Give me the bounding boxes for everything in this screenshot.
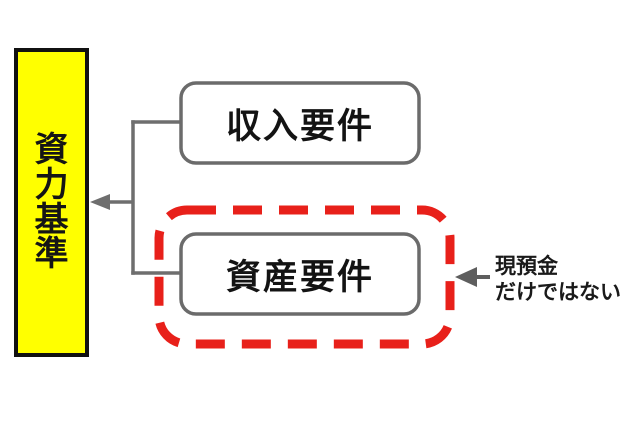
annotation-text: 現預金 だけではない (495, 254, 621, 305)
main-node-label: 資 力 基 準 (16, 110, 87, 295)
annotation-line-1: 現預金 (495, 254, 558, 278)
asset-requirement-label: 資産要件 (225, 257, 374, 298)
annotation-arrow-head-icon (455, 267, 477, 287)
main-node-box (14, 48, 89, 357)
emphasis-dashed-rect (154, 205, 455, 349)
asset-requirement-box[interactable] (179, 232, 421, 316)
annotation-line-2: だけではない (495, 279, 621, 304)
income-requirement-label: 収入要件 (225, 106, 374, 147)
income-requirement-box[interactable] (179, 81, 421, 165)
main-node-char-1: 資 (34, 130, 69, 171)
connector-arrow-head-icon (90, 194, 110, 210)
main-node-char-4: 準 (34, 234, 69, 275)
main-node-char-2: 力 (34, 164, 69, 205)
main-node-char-3: 基 (34, 199, 69, 240)
